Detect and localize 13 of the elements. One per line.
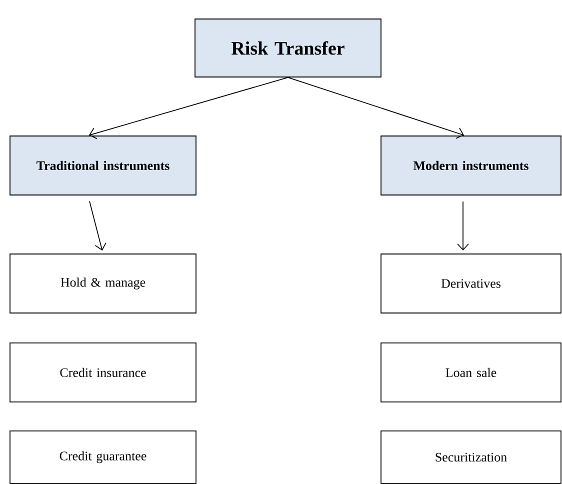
category-box: Modern instruments [380,136,562,196]
item-box: Credit guarantee [10,430,196,484]
arrow [89,200,106,251]
item-box: Securitization [380,430,562,484]
arrow [288,77,464,139]
category-box: Traditional instruments [10,136,196,196]
item-box: Loan sale [380,342,562,402]
arrow [88,77,288,140]
item-box: Derivatives [380,254,562,314]
arrow [457,201,469,251]
header-box: Risk Transfer [194,18,382,78]
item-box: Credit insurance [10,342,196,402]
item-box: Hold & manage [10,254,196,314]
